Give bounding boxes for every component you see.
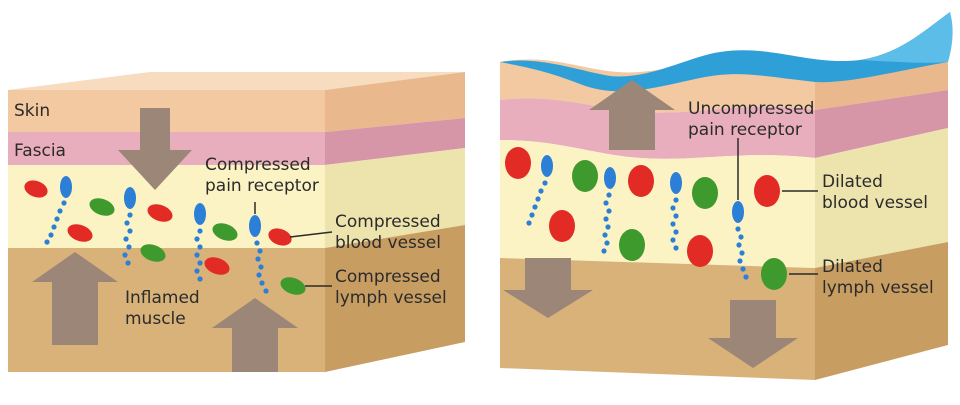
right-block: Uncompressed pain receptor Dilated blood… bbox=[500, 12, 953, 380]
left-down-arrow bbox=[118, 108, 192, 190]
left-blood-vessel-label: Compressed bbox=[335, 212, 441, 232]
right-pain-receptor-label: pain receptor bbox=[688, 120, 802, 140]
right-lymph-vessel-label: lymph vessel bbox=[822, 278, 934, 298]
left-nerve-1 bbox=[44, 176, 72, 245]
compression-wrap bbox=[500, 12, 950, 92]
left-lymph-vessel bbox=[212, 223, 238, 241]
left-blood-vessel bbox=[67, 224, 93, 242]
left-lymph-vessel bbox=[89, 198, 115, 216]
right-blood-vessel bbox=[505, 147, 531, 179]
right-nerve-4 bbox=[732, 201, 749, 280]
left-up-arrow-1 bbox=[32, 252, 118, 345]
right-blood-vessel bbox=[628, 165, 654, 197]
right-blood-vessel-label: blood vessel bbox=[822, 193, 928, 213]
left-muscle-label: muscle bbox=[125, 309, 186, 329]
left-nerve-4 bbox=[249, 215, 269, 294]
right-nerve-3 bbox=[670, 172, 682, 251]
left-fascia-label: Fascia bbox=[14, 141, 66, 161]
right-up-arrow bbox=[589, 80, 675, 150]
left-blood-vessel bbox=[268, 228, 292, 246]
left-side-muscle bbox=[325, 225, 465, 372]
right-nerve-1 bbox=[526, 155, 553, 226]
right-blood-vessel-label: Dilated bbox=[822, 172, 883, 192]
right-nerve-2 bbox=[601, 167, 616, 254]
right-side-skin bbox=[815, 62, 948, 110]
right-lymph-vessel bbox=[761, 258, 787, 290]
left-block: Skin Fascia Compressed pain receptor Com… bbox=[8, 72, 465, 372]
left-blood-vessel-leader bbox=[289, 231, 333, 238]
left-nerve-3 bbox=[194, 203, 206, 282]
left-side-skin bbox=[325, 72, 465, 132]
right-blood-vessel bbox=[549, 210, 575, 242]
left-side-fascia bbox=[325, 118, 465, 165]
right-pain-receptor-label: Uncompressed bbox=[688, 99, 814, 119]
right-side-fat bbox=[815, 128, 948, 268]
left-blood-vessel-label: blood vessel bbox=[335, 233, 441, 253]
left-skin-label: Skin bbox=[14, 101, 50, 121]
left-side-fat bbox=[325, 148, 465, 248]
left-lymph-vessel bbox=[140, 244, 166, 262]
right-down-arrow-1 bbox=[503, 258, 593, 318]
right-lymph-vessel bbox=[619, 229, 645, 261]
right-fascia-layer bbox=[500, 98, 815, 159]
left-pain-receptor-label: Compressed bbox=[205, 155, 311, 175]
right-side-muscle bbox=[815, 242, 948, 380]
left-nerve-2 bbox=[122, 187, 136, 266]
right-blood-vessel bbox=[754, 175, 780, 207]
right-blood-vessel bbox=[687, 235, 713, 267]
right-lymph-vessel bbox=[572, 160, 598, 192]
left-lymph-vessel-label: Compressed bbox=[335, 267, 441, 287]
left-blood-vessel bbox=[24, 180, 48, 198]
left-pain-receptor-label: pain receptor bbox=[205, 176, 319, 196]
right-lymph-vessel bbox=[692, 177, 718, 209]
left-lymph-vessel bbox=[280, 277, 306, 295]
left-blood-vessel bbox=[147, 204, 173, 222]
left-blood-vessel bbox=[204, 257, 230, 275]
right-lymph-vessel-label: Dilated bbox=[822, 257, 883, 277]
left-top-face bbox=[8, 72, 465, 90]
right-side-fascia bbox=[815, 90, 948, 158]
left-up-arrow-2 bbox=[212, 298, 298, 372]
right-down-arrow-2 bbox=[708, 300, 798, 368]
left-lymph-vessel-label: lymph vessel bbox=[335, 288, 447, 308]
compression-wrap-curl bbox=[860, 12, 953, 63]
left-muscle-label: Inflamed bbox=[125, 288, 200, 308]
